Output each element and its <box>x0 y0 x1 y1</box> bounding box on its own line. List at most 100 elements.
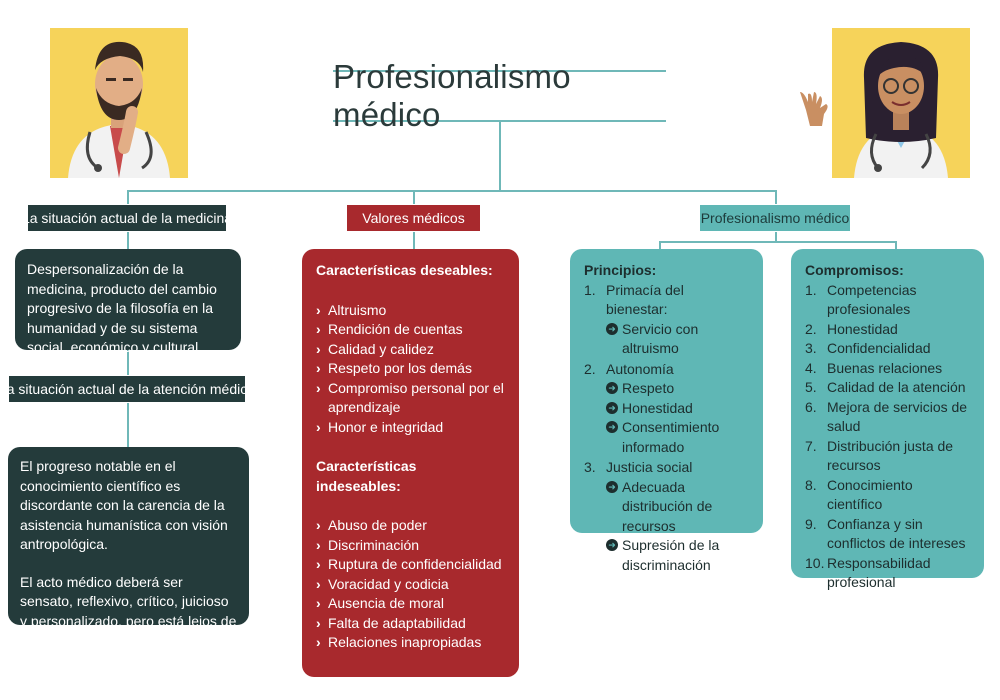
chevron-right-icon: › <box>316 379 321 396</box>
card-medical-values: Características deseables: ›Altruismo›Re… <box>302 249 519 677</box>
chevron-right-icon: › <box>316 321 321 337</box>
waving-hand-icon <box>796 88 832 128</box>
commitment-item: 2. Honestidad <box>805 320 970 340</box>
chevron-right-icon: › <box>316 418 321 435</box>
principle-subitem: ➜Consentimiento informado <box>606 418 749 457</box>
doctor-male-avatar <box>50 28 188 178</box>
desirable-item: › Honor e integridad <box>316 418 505 438</box>
undesirable-item: › Ausencia de moral <box>316 594 505 614</box>
commitment-number: 5. <box>805 379 817 395</box>
commitments-title: Compromisos: <box>805 262 904 278</box>
header-current-medicine: La situación actual de la medicina <box>22 205 232 231</box>
principle-item: 2. Autonomía ➜ Respeto ➜ Honestidad ➜Consentim… <box>584 360 749 458</box>
commitment-label: Competencias profesionales <box>827 281 917 318</box>
commitment-item: 5. Calidad de la atención <box>805 378 970 398</box>
principles-list: 1.Primacía del bienestar:➜Servicio con a… <box>584 281 749 576</box>
undesirable-item: ›Abuso de poder <box>316 516 505 536</box>
header-medical-professionalism: Profesionalismo médico <box>700 205 850 231</box>
connector-left-card2 <box>127 403 129 448</box>
commitment-label: Responsabilidad profesional <box>827 554 931 591</box>
principle-subitem-label: Servicio con altruismo <box>622 320 699 357</box>
commitment-number: 6. <box>805 398 817 415</box>
commitment-item: 1.Competencias profesionales <box>805 281 970 320</box>
principle-number: 1. <box>584 281 596 298</box>
undesirable-item: › Relaciones inapropiadas <box>316 633 505 653</box>
chevron-right-icon: › <box>316 556 321 572</box>
connector-left-card1 <box>127 232 129 250</box>
chevron-right-icon: › <box>316 360 321 376</box>
page-title: Profesionalismo médico <box>333 58 666 133</box>
commitment-label: Mejora de servicios de salud <box>827 398 968 435</box>
undesirable-label: Ausencia de moral <box>328 595 444 611</box>
desirable-item: ›Compromiso personal por el aprendizaje <box>316 379 505 418</box>
desirable-title: Características deseables: <box>316 262 493 278</box>
card-depersonalization: Despersonalización de la medicina, produ… <box>15 249 241 355</box>
connector-right-split <box>775 232 777 242</box>
undesirable-label: Falta de adaptabilidad <box>328 614 466 631</box>
principle-item: 3. Justicia social ➜Adecuada distribución … <box>584 458 749 575</box>
undesirable-item: ›Discriminación <box>316 536 505 556</box>
desirable-list: ›Altruismo›Rendición de cuentas›Calidad … <box>316 301 505 438</box>
commitment-label: Confianza y sin conflictos de intereses <box>827 515 966 552</box>
undesirable-item: ›Ruptura de confidencialidad <box>316 555 505 575</box>
commitment-label: Confidencialidad <box>827 340 931 356</box>
commitment-item: 6. Mejora de servicios de salud <box>805 398 970 437</box>
principle-subitem: ➜Servicio con altruismo <box>606 320 749 359</box>
principle-label: Autonomía <box>606 360 674 377</box>
principle-subitem: ➜Adecuada distribución de recursos <box>606 478 749 537</box>
undesirable-title: Características indeseables: <box>316 458 417 494</box>
arrow-circle-icon: ➜ <box>606 480 618 493</box>
commitment-item: 9. Confianza y sin conflictos de interese… <box>805 515 970 554</box>
commitment-item: 3. Confidencialidad <box>805 339 970 359</box>
commitment-label: Conocimiento científico <box>827 476 913 513</box>
principle-subitem-label: Respeto <box>622 380 675 396</box>
principle-subitem-label: Supresión de la discriminación <box>622 537 720 573</box>
commitment-label: Buenas relaciones <box>827 359 943 376</box>
undesirable-item: ›Voracidad y codicia <box>316 575 505 595</box>
desirable-item: ›Calidad y calidez <box>316 340 505 360</box>
chevron-right-icon: › <box>316 595 321 611</box>
commitment-label: Calidad de la atención <box>827 379 966 395</box>
principle-subitem: ➜ Respeto <box>606 379 749 399</box>
undesirable-label: Relaciones inapropiadas <box>328 634 482 650</box>
commitment-number: 3. <box>805 340 817 356</box>
desirable-item: ›Altruismo <box>316 301 505 321</box>
commitment-number: 2. <box>805 320 817 337</box>
chevron-right-icon: › <box>316 340 321 357</box>
desirable-label: Honor e integridad <box>328 418 444 435</box>
chevron-right-icon: › <box>316 536 321 553</box>
connector-middle-drop <box>413 190 415 204</box>
commitment-number: 7. <box>805 437 817 454</box>
principle-subitem-label: Honestidad <box>622 399 693 416</box>
doctor-female-avatar <box>832 28 970 178</box>
arrow-circle-icon: ➜ <box>606 421 618 433</box>
connector-horizontal-top <box>127 190 777 192</box>
connector-right-drop <box>775 190 777 204</box>
connector-left-drop <box>127 190 129 204</box>
connector-principles <box>659 241 661 250</box>
commitment-number: 9. <box>805 515 817 532</box>
card-care-situation: El progreso notable en el conocimiento c… <box>8 447 249 648</box>
undesirable-list: ›Abuso de poder›Discriminación›Ruptura d… <box>316 516 505 653</box>
chevron-right-icon: › <box>316 614 321 631</box>
commitment-item: 4.Buenas relaciones <box>805 359 970 379</box>
commitment-label: Honestidad <box>827 320 898 337</box>
commitment-item: 7.Distribución justa de recursos <box>805 437 970 476</box>
connector-left-header2 <box>127 349 129 375</box>
card-commitments: Compromisos: 1.Competencias profesionale… <box>791 249 984 590</box>
principle-label: Justicia social <box>606 459 693 475</box>
principle-number: 3. <box>584 459 596 475</box>
commitment-number: 10. <box>805 554 825 571</box>
commitment-number: 8. <box>805 476 817 493</box>
principles-title: Principios: <box>584 262 657 278</box>
chevron-right-icon: › <box>316 634 321 650</box>
arrow-circle-icon: ➜ <box>606 382 618 394</box>
commitment-item: 8. Conocimiento científico <box>805 476 970 515</box>
principle-number: 2. <box>584 360 596 377</box>
principle-sublist: ➜Adecuada distribución de recursos➜ Supre… <box>606 478 749 576</box>
undesirable-label: Abuso de poder <box>328 517 427 533</box>
care-paragraph-1: El progreso notable en el conocimiento c… <box>20 458 228 552</box>
principle-sublist: ➜ Respeto ➜ Honestidad ➜Consentimiento infor… <box>606 379 749 457</box>
desirable-label: Respeto por los demás <box>328 360 472 376</box>
